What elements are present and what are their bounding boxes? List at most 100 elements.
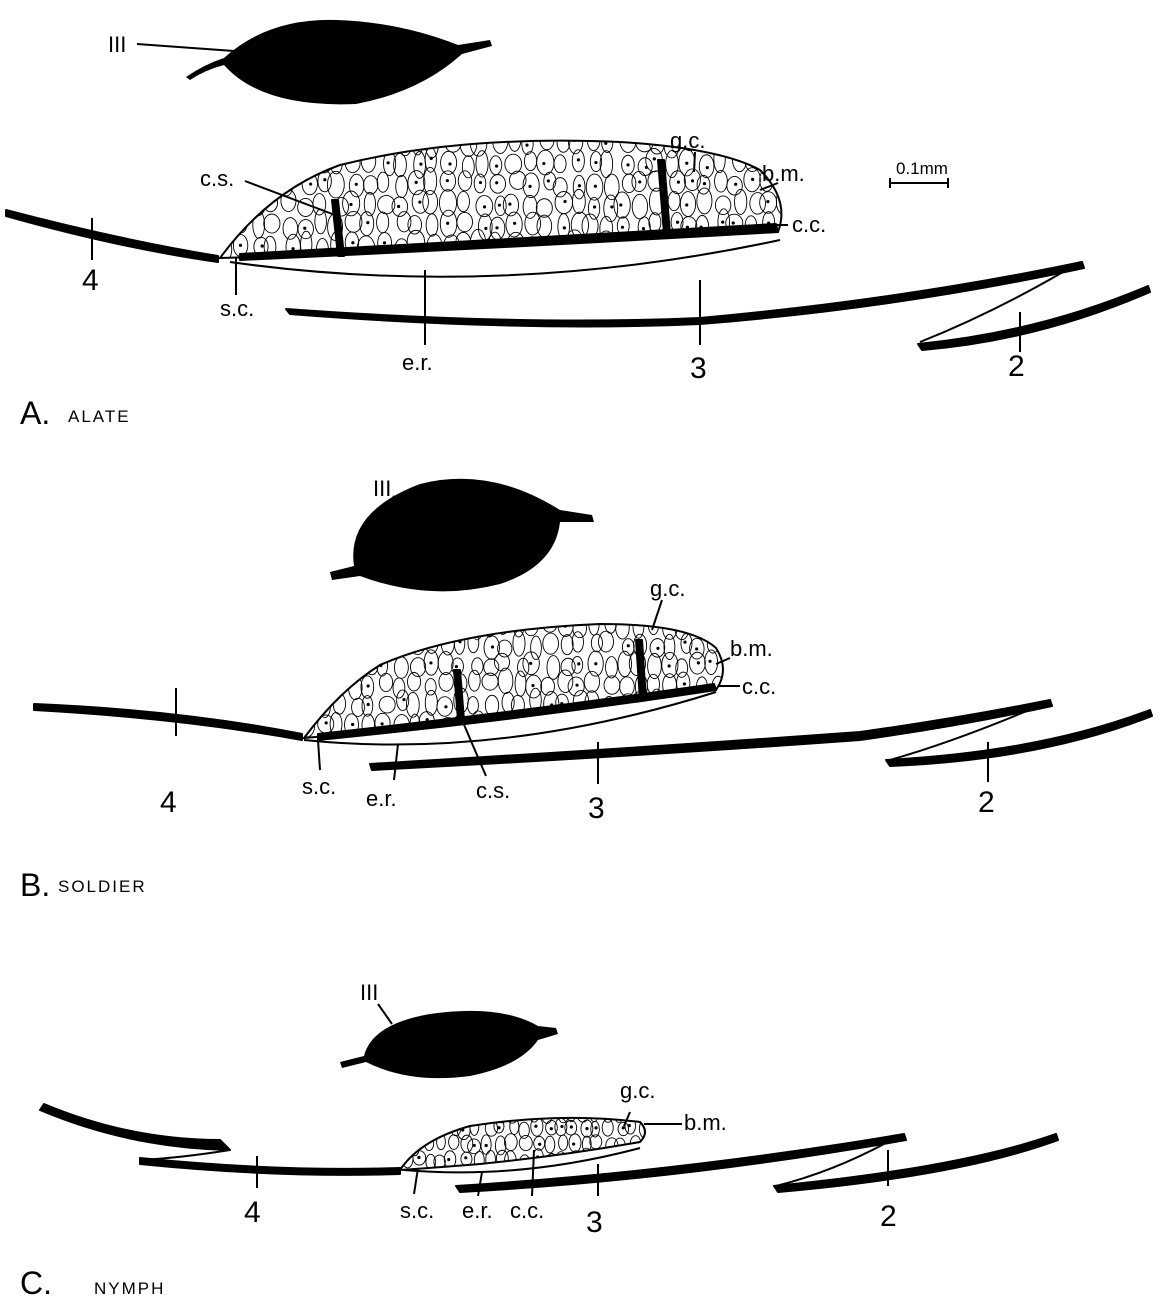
cell-nucleus [485, 1144, 488, 1147]
cell-nucleus [397, 205, 400, 208]
label-cs: c.s. [476, 778, 510, 803]
cell-nucleus [495, 181, 498, 184]
ganglion-III-blob [330, 479, 594, 592]
gland-tissue [304, 624, 723, 738]
cell-nucleus [673, 240, 676, 243]
cell [302, 153, 319, 175]
cell [317, 617, 331, 635]
cell-nucleus [413, 626, 416, 629]
ganglion-label: III [360, 980, 378, 1005]
cell [306, 634, 320, 657]
cell-nucleus [528, 185, 531, 188]
label-bm: b.m. [762, 161, 805, 186]
cell-nucleus [577, 662, 580, 665]
cell-nucleus [783, 199, 786, 202]
cell-nucleus [651, 718, 654, 721]
label-seg4: 4 [82, 264, 99, 297]
cell-nucleus [483, 205, 486, 208]
cell-nucleus [303, 227, 306, 230]
cell-nucleus [711, 628, 714, 631]
cell [391, 638, 402, 658]
ganglion-label: III [373, 476, 391, 501]
cell [315, 637, 328, 655]
cell-nucleus [309, 140, 312, 143]
cell [433, 1101, 445, 1119]
cell-nucleus [447, 1158, 450, 1161]
cell-nucleus [538, 1143, 541, 1146]
cell [663, 711, 674, 736]
cell [262, 127, 278, 151]
cell-nucleus [429, 661, 432, 664]
ganglion-III-blob [186, 20, 492, 104]
label-seg2: 2 [880, 1200, 897, 1233]
cell-nucleus [563, 200, 566, 203]
panel-a-name: ALATE [68, 407, 131, 426]
cell [362, 634, 377, 656]
cell-nucleus [387, 161, 390, 164]
cell-nucleus [325, 721, 328, 724]
label-seg2: 2 [978, 786, 995, 819]
label-cs: c.s. [200, 166, 234, 191]
cell-nucleus [444, 705, 447, 708]
cell-nucleus [730, 719, 733, 722]
cell-nucleus [254, 204, 257, 207]
cell-nucleus [240, 222, 243, 225]
label-sc: s.c. [220, 296, 254, 321]
cell [218, 194, 230, 217]
cell [724, 697, 738, 715]
cell-nucleus [443, 623, 446, 626]
cell-nucleus [668, 664, 671, 667]
panel-a-letter: A. [20, 395, 50, 431]
cell [410, 617, 421, 641]
cell-nucleus [237, 203, 240, 206]
cell [233, 193, 247, 218]
cell-nucleus [583, 1111, 586, 1114]
cuticle-segment-4 [140, 1158, 400, 1175]
cell-nucleus [621, 226, 624, 229]
cell [526, 715, 538, 735]
cell-nucleus [415, 644, 418, 647]
cell [359, 615, 375, 639]
cell-nucleus [594, 161, 597, 164]
cell-nucleus [491, 645, 494, 648]
cell-nucleus [695, 647, 698, 650]
label-bm: b.m. [730, 636, 773, 661]
cell-nucleus [521, 1108, 524, 1111]
cell-nucleus [516, 624, 519, 627]
panel-soldier: III g.c. b.m [20, 476, 1152, 903]
cell-nucleus [691, 179, 694, 182]
cell [303, 614, 316, 634]
cell [423, 1103, 436, 1118]
label-seg3: 3 [690, 352, 707, 385]
cell-nucleus [568, 719, 571, 722]
label-seg4: 4 [244, 1196, 261, 1229]
cell [315, 150, 332, 173]
panel-b-name: SOLDIER [58, 877, 147, 896]
panel-c-letter: C. [20, 1265, 52, 1301]
label-seg3: 3 [588, 792, 605, 825]
cell-nucleus [405, 1143, 408, 1146]
cell-nucleus [656, 647, 659, 650]
cell [638, 1103, 648, 1120]
cell-nucleus [577, 158, 580, 161]
cuticle-segment-2 [918, 286, 1150, 350]
label-gc: g.c. [650, 576, 685, 601]
cell-nucleus [592, 620, 595, 623]
cell-nucleus [594, 1126, 597, 1129]
cell-nucleus [427, 1129, 430, 1132]
label-cc: c.c. [510, 1198, 544, 1223]
cell-nucleus [531, 684, 534, 687]
cell [481, 1103, 491, 1121]
cell [346, 130, 358, 154]
cell-nucleus [307, 624, 310, 627]
label-cc: c.c. [792, 212, 826, 237]
cell-nucleus [734, 183, 737, 186]
cell-nucleus [642, 227, 645, 230]
cell-nucleus [270, 137, 273, 140]
cell-nucleus [488, 625, 491, 628]
cell-nucleus [578, 184, 581, 187]
cell-nucleus [531, 723, 534, 726]
cell-nucleus [415, 181, 418, 184]
cell [602, 712, 617, 734]
label-er: e.r. [402, 350, 433, 375]
